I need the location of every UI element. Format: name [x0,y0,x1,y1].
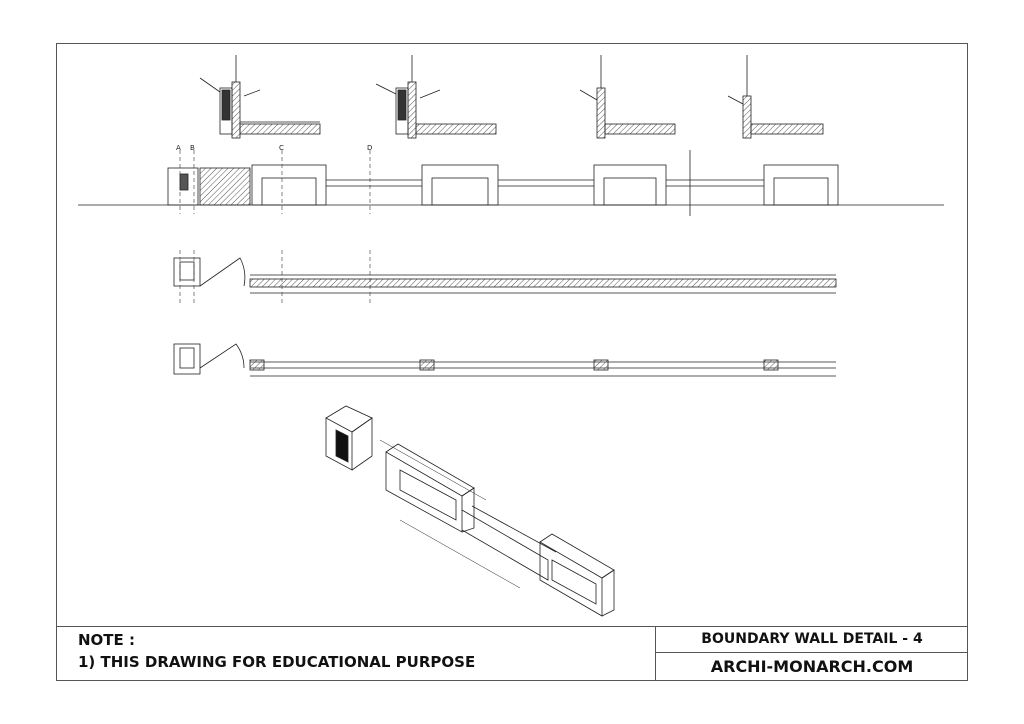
grid-tag-d: D [367,144,372,152]
wall-section-2 [375,55,497,139]
note-line-1: 1) THIS DRAWING FOR EDUCATIONAL PURPOSE [78,653,476,671]
website-block: ARCHI-MONARCH.COM [656,653,968,681]
website-label: ARCHI-MONARCH.COM [710,657,914,676]
wall-plan-2 [173,343,836,377]
wall-plan-1 [173,257,837,294]
note-block: NOTE : 1) THIS DRAWING FOR EDUCATIONAL P… [56,626,656,681]
elevation-grid-lines [179,150,371,214]
plan-grid-lines [179,250,371,304]
title-block: BOUNDARY WALL DETAIL - 4 [656,626,968,653]
grid-tag-b: B [190,144,195,152]
isometric-view [325,405,615,617]
grid-tag-a: A [176,144,181,152]
grid-tag-c: C [279,144,284,152]
drawing-title: BOUNDARY WALL DETAIL - 4 [701,631,923,647]
drawing-sheet-border [56,43,968,681]
wall-section-3 [579,55,676,139]
wall-elevation [78,150,944,216]
wall-section-1 [199,55,321,139]
note-heading: NOTE : [78,631,136,649]
wall-section-4 [727,55,824,139]
elevation-grid-tags: A B C D [176,144,372,152]
